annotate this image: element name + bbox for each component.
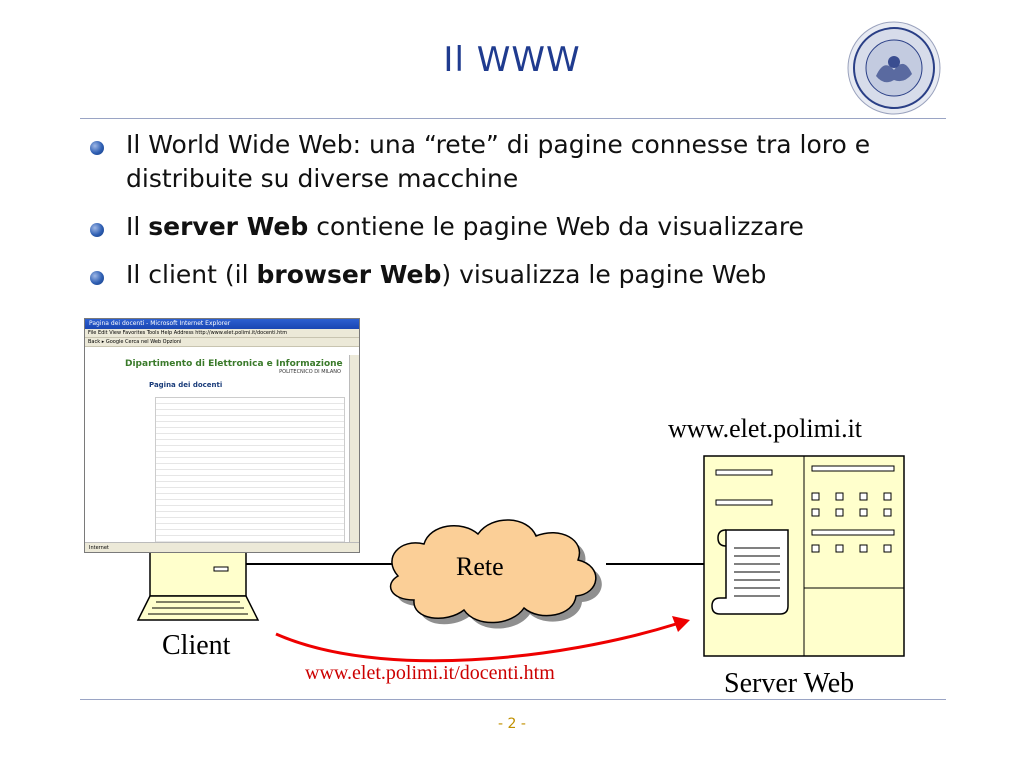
browser-toolbar: Back ▸ Google Cerca nel Web Opzioni: [85, 338, 359, 347]
page-number: - 2 -: [498, 716, 526, 732]
bullet-bold-term: browser Web: [256, 260, 442, 289]
network-label: Rete: [456, 552, 504, 581]
network-cloud-icon: [389, 519, 602, 629]
browser-window-title: Pagina dei docenti - Microsoft Internet …: [85, 319, 359, 329]
browser-page: Dipartimento di Elettronica e Informazio…: [85, 355, 351, 552]
header-divider: [80, 118, 946, 119]
politecnico-seal-icon: [847, 21, 941, 115]
browser-menu-bar: File Edit View Favorites Tools Help Addr…: [85, 329, 359, 338]
bullet-item-server: Il server Web contiene le pagine Web da …: [90, 210, 950, 244]
bullet-icon: [90, 271, 104, 285]
slide-title: Il WWW: [443, 40, 581, 80]
server-label: Server Web: [724, 668, 855, 699]
bullet-text: Il client (il: [126, 260, 257, 289]
server-hostname: www.elet.polimi.it: [668, 414, 863, 443]
monitor-icon: [136, 551, 260, 621]
bullet-text: ) visualizza le pagine Web: [441, 260, 767, 289]
bullet-item-www: Il World Wide Web: una “rete” di pagine …: [90, 128, 950, 196]
bullet-text: Il World Wide Web: una “rete” di pagine …: [126, 130, 871, 193]
faculty-table: [155, 397, 345, 552]
footer-divider: [80, 699, 946, 700]
browser-scrollbar: [349, 355, 359, 542]
browser-screenshot: Pagina dei docenti - Microsoft Internet …: [84, 318, 360, 553]
browser-status-bar: Internet: [85, 542, 359, 552]
bullet-icon: [90, 223, 104, 237]
bullet-bold-term: server Web: [148, 212, 309, 241]
bullet-icon: [90, 141, 104, 155]
request-arrow: [275, 616, 690, 663]
page-heading: Pagina dei docenti: [149, 381, 223, 389]
bullet-text: Il: [126, 212, 149, 241]
document-scroll-icon: [711, 529, 789, 615]
bullet-item-client: Il client (il browser Web) visualizza le…: [90, 258, 950, 292]
client-label: Client: [162, 630, 231, 661]
request-url: www.elet.polimi.it/docenti.htm: [305, 662, 555, 684]
site-subheader: POLITECNICO DI MILANO: [279, 369, 341, 375]
bullet-text: contiene le pagine Web da visualizzare: [308, 212, 804, 241]
bullet-list: Il World Wide Web: una “rete” di pagine …: [90, 128, 950, 306]
site-header: Dipartimento di Elettronica e Informazio…: [125, 359, 343, 369]
